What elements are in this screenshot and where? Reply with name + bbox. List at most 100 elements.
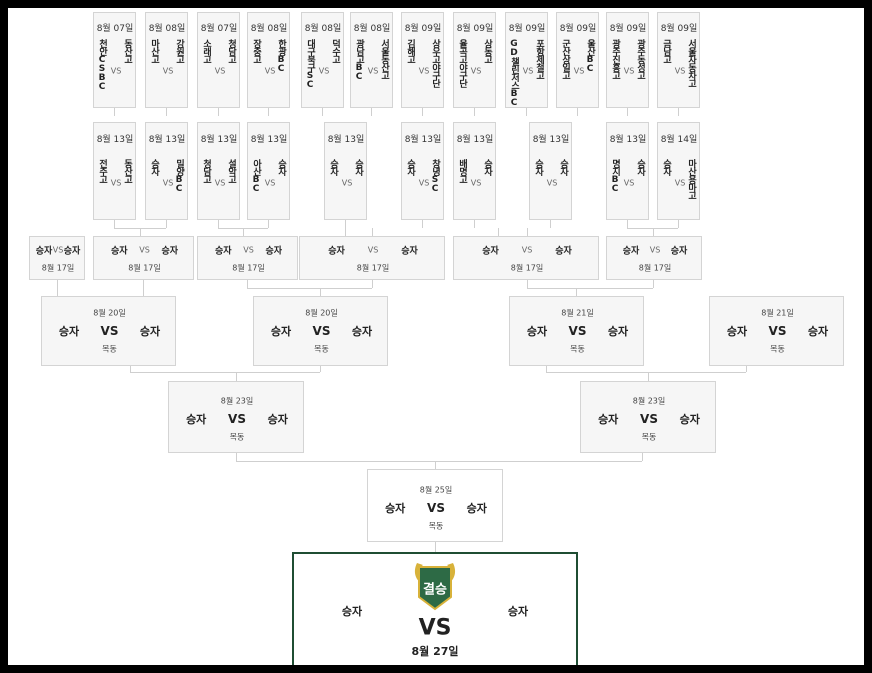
connector-line <box>372 280 373 288</box>
match-venue: 목동 <box>428 521 444 531</box>
connector-line <box>550 220 551 228</box>
connector-line <box>474 220 475 228</box>
connector-line <box>247 288 372 289</box>
team-home: 전주고 <box>97 159 107 183</box>
match-date: 8월 17일 <box>128 263 161 273</box>
connector-line <box>130 366 131 372</box>
final-away: 승자 <box>507 605 529 618</box>
match-date: 8월 17일 <box>510 263 544 273</box>
connector-line <box>114 220 115 228</box>
connector-line <box>627 108 628 116</box>
team-away: 승자 <box>607 325 629 338</box>
connector-line <box>114 108 115 116</box>
team-away: 창녕SC <box>430 159 440 193</box>
match-date: 8월 21일 <box>561 308 594 318</box>
connector-line <box>474 108 475 116</box>
team-away: 서울자동차고 <box>686 39 696 87</box>
team-home: 승자 <box>726 325 748 338</box>
team-home: 명지BC <box>610 159 620 193</box>
team-away: 승자 <box>670 246 688 257</box>
vs-label: VS <box>623 178 635 188</box>
match-date: 8월 23일 <box>632 396 666 406</box>
vs-label: VS <box>568 324 587 338</box>
match-date: 8월 08일 <box>148 24 186 34</box>
connector-line <box>577 108 578 116</box>
team-home: 금남고 <box>661 39 671 63</box>
team-away: 승자 <box>679 413 700 426</box>
team-home: 청담고 <box>201 159 211 183</box>
final-match-card[interactable]: 결승 승자 승자 VS 8월 27일 <box>292 552 578 665</box>
vs-label: VS <box>674 66 686 76</box>
connector-line <box>527 288 653 289</box>
match-date: 8월 13일 <box>404 135 442 145</box>
team-home: 승자 <box>149 159 159 175</box>
connector-line <box>653 280 654 288</box>
vs-label: VS <box>243 245 254 255</box>
team-away: 포항제철고 <box>534 39 544 79</box>
connector-line <box>546 366 547 372</box>
final-badge-label: 결승 <box>423 582 447 598</box>
connector-line <box>642 453 643 461</box>
team-home: 승자 <box>186 413 207 426</box>
match-venue: 목동 <box>229 432 245 442</box>
team-home: 승자 <box>533 159 543 175</box>
match-date: 8월 13일 <box>327 135 365 145</box>
team-away: 승자 <box>401 246 418 257</box>
team-away: 승자 <box>267 413 288 426</box>
team-home: 광주진흥고 <box>610 39 620 79</box>
connector-line <box>236 461 642 462</box>
team-away: 마산용마고 <box>686 159 696 199</box>
team-away: 승자 <box>482 159 492 175</box>
connector-line <box>435 542 436 552</box>
team-home: 승자 <box>661 159 671 175</box>
match-date: 8월 17일 <box>41 263 75 273</box>
team-home: GD챌린저스BC <box>509 39 519 107</box>
connector-line <box>345 220 346 228</box>
team-home: 승자 <box>482 246 499 257</box>
team-home: 승자 <box>35 246 53 257</box>
connector-line <box>57 280 58 296</box>
vs-label: VS <box>640 412 658 426</box>
connector-line <box>627 220 628 228</box>
vs-label: VS <box>768 324 787 338</box>
vs-label: VS <box>546 178 558 188</box>
match-date: 8월 13일 <box>250 135 288 145</box>
connector-line <box>746 366 747 372</box>
vs-label: VS <box>162 66 174 76</box>
